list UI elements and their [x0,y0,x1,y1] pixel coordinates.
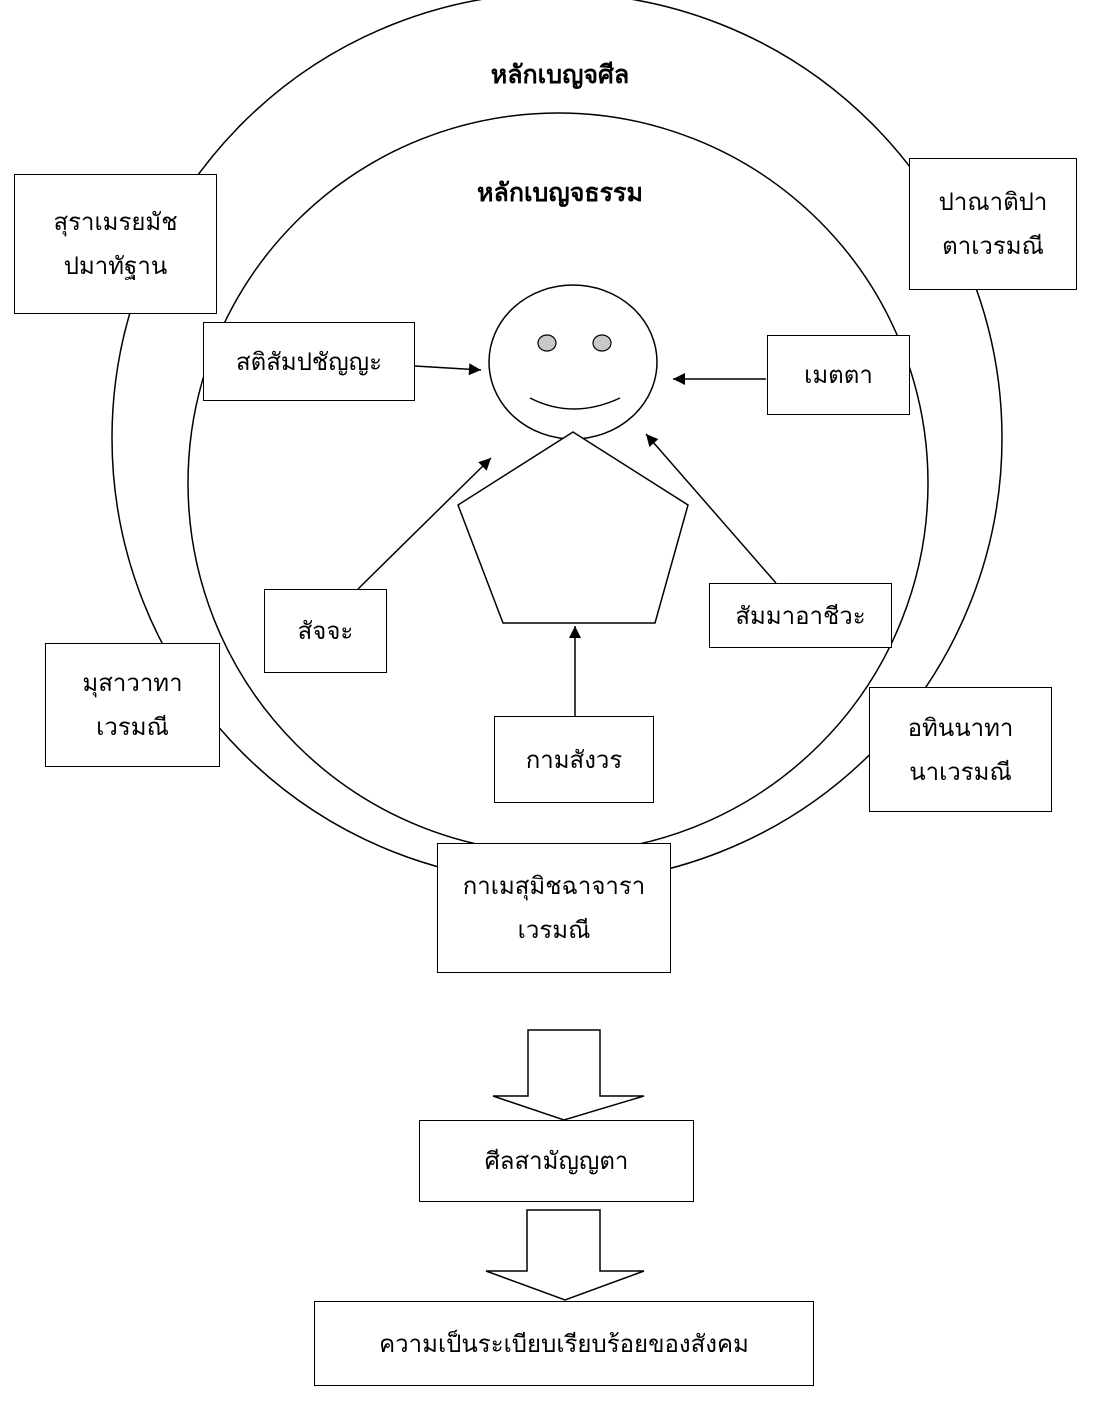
precept-bottom-right-line2: นาเวรมณี [909,757,1012,786]
outcome-2-label: ความเป็นระเบียบเรียบร้อยของสังคม [379,1329,749,1358]
precept-top-right-line2: ตาเวรมณี [942,232,1044,260]
arrow-truthfulness [357,457,492,590]
precept-bottom-left-line1: มุสาวาทา [82,669,183,697]
block-arrow-1 [492,1029,645,1121]
arrow-mindfulness [414,363,482,376]
precept-bottom-left-line2: เวรมณี [96,713,169,741]
precept-bottom-line2: เวรมณี [517,916,591,944]
virtue-box-kindness: เมตตา [767,335,910,415]
virtue-right-livelihood-label: สัมมาอาชีวะ [735,601,866,630]
precept-bottom-line1: กาเมสุมิชฉาจารา [462,872,646,900]
virtue-box-right-livelihood: สัมมาอาชีวะ [709,583,892,648]
precept-box-top-left: สุราเมรยมัช ปมาทัฐาน [14,174,217,314]
smiley-face-icon [488,284,658,440]
precept-box-bottom-right: อทินนาทา นาเวรมณี [869,687,1052,812]
precept-box-bottom-left: มุสาวาทา เวรมณี [45,643,220,767]
precept-top-left-line1: สุราเมรยมัช [53,208,178,236]
precept-box-bottom: กาเมสุมิชฉาจารา เวรมณี [437,843,671,973]
virtue-box-truthfulness: สัจจะ [264,589,387,673]
virtue-kindness-label: เมตตา [804,361,873,389]
precept-box-top-right: ปาณาติปา ตาเวรมณี [909,158,1077,290]
outcome-box-1: ศีลสามัญญตา [419,1120,694,1202]
virtue-box-sense-restraint: กามสังวร [494,716,654,803]
block-arrow-2 [485,1209,645,1301]
virtue-box-mindfulness: สติสัมปชัญญะ [203,322,415,401]
inner-circle-title: หลักเบญจธรรม [477,178,643,207]
precept-bottom-right-line1: อทินนาทา [907,713,1014,742]
outcome-box-2: ความเป็นระเบียบเรียบร้อยของสังคม [314,1301,814,1386]
virtue-truthfulness-label: สัจจะ [297,617,354,645]
precept-top-left-line2: ปมาทัฐาน [63,252,168,280]
outer-circle-title: หลักเบญจศีล [490,60,630,89]
virtue-mindfulness-label: สติสัมปชัญญะ [235,347,382,376]
virtue-sense-restraint-label: กามสังวร [525,745,623,774]
outcome-1-label: ศีลสามัญญตา [484,1147,629,1175]
pentagon-body [457,431,689,624]
arrow-right-livelihood [645,433,777,584]
precept-top-right-line1: ปาณาติปา [938,188,1048,216]
